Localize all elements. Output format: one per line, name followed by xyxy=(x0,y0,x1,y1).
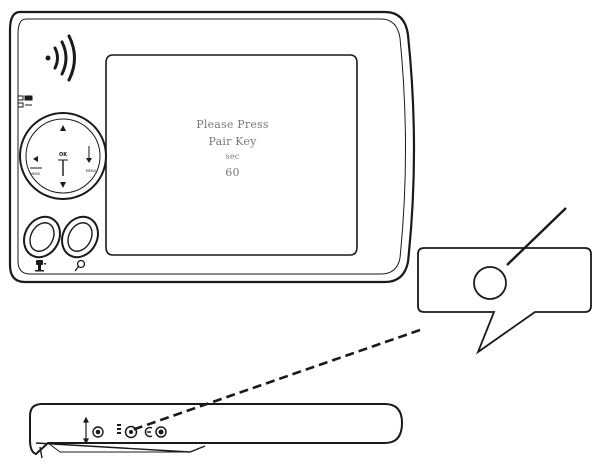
dashed-guide-line xyxy=(131,328,421,432)
zoom-button[interactable] xyxy=(55,210,105,263)
pair-key-button[interactable] xyxy=(117,424,138,439)
monitor-body xyxy=(8,10,416,284)
callout-pointer-line xyxy=(506,207,567,266)
pairing-message: Please Press Pair Key sec 60 xyxy=(150,116,315,181)
dpad-right-label: MENU xyxy=(86,169,97,173)
side-mode-switch[interactable] xyxy=(144,426,167,438)
side-power-port[interactable] xyxy=(92,426,104,438)
camera-icon xyxy=(35,260,46,272)
message-line-pair-key: Pair Key xyxy=(208,135,257,148)
message-line-please-press: Please Press xyxy=(196,118,269,131)
dpad-left-label: MENU xyxy=(30,172,41,176)
dpad-up-arrow-icon[interactable] xyxy=(60,125,66,131)
dpad-left-arrow-icon[interactable] xyxy=(33,156,38,162)
dpad-down-arrow-icon[interactable] xyxy=(60,182,66,188)
monitor-screen xyxy=(105,54,358,256)
volume-control-icon[interactable] xyxy=(83,416,89,445)
pair-key-callout xyxy=(417,207,592,355)
status-indicator-icon xyxy=(17,95,33,108)
monitor-side-view xyxy=(29,403,404,459)
dpad-ok-label: OK xyxy=(59,152,68,158)
countdown-value: 60 xyxy=(225,166,240,179)
message-line-sec: sec xyxy=(225,152,240,161)
camera-button[interactable] xyxy=(17,210,67,263)
wireless-signal-icon xyxy=(45,34,76,82)
dpad-right-arrow-icon[interactable] xyxy=(86,158,92,163)
navigation-dpad[interactable]: OK MENU MENU xyxy=(19,112,107,200)
zoom-icon xyxy=(74,259,86,272)
pair-key-button-zoom xyxy=(473,266,507,300)
